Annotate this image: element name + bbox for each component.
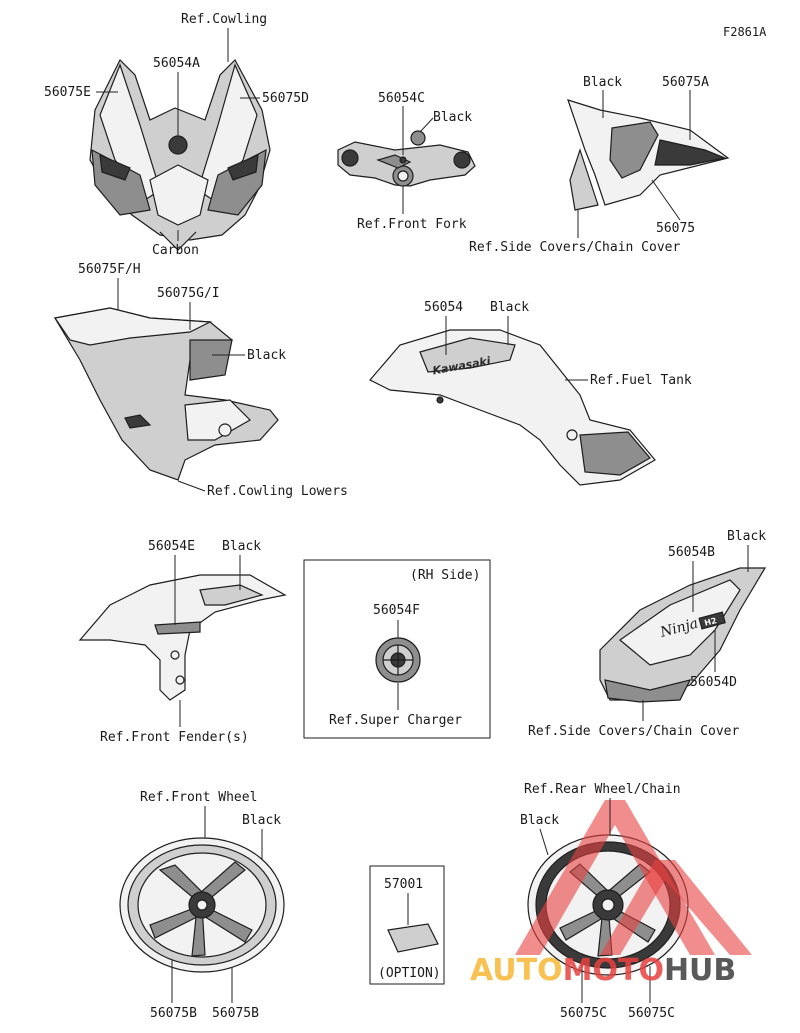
label-ref-rear-wheel: Ref.Rear Wheel/Chain	[524, 782, 681, 797]
label-56054: 56054	[424, 300, 463, 315]
label-56075GI: 56075G/I	[157, 286, 220, 301]
watermark-auto: AUTO	[470, 953, 563, 988]
label-black-side: Black	[727, 529, 766, 544]
label-ref-cowling: Ref.Cowling	[181, 12, 267, 27]
label-black-fender: Black	[222, 539, 261, 554]
tail-cowl	[567, 99, 730, 211]
label-black-rwheel: Black	[520, 813, 559, 828]
touch-up-paint-card	[387, 923, 439, 953]
label-ref-fuel-tank: Ref.Fuel Tank	[590, 373, 692, 388]
option-inset-box	[369, 865, 445, 985]
label-ref-side-covers-top: Ref.Side Covers/Chain Cover	[469, 240, 680, 255]
front-wheel	[119, 837, 285, 973]
autohub-watermark-logo	[515, 800, 752, 955]
label-56075A: 56075A	[662, 75, 709, 90]
label-57001: 57001	[384, 877, 423, 892]
label-56054E: 56054E	[148, 539, 195, 554]
label-rh-side: (RH Side)	[410, 568, 480, 583]
label-black-lower: Black	[247, 348, 286, 363]
label-56054B: 56054B	[668, 545, 715, 560]
h2-decal-text: H2	[703, 616, 717, 628]
river-mark-emblem	[168, 135, 188, 155]
watermark-hub: HUB	[664, 953, 736, 988]
upper-cowling	[89, 58, 271, 251]
label-56075D: 56075D	[262, 91, 309, 106]
super-charger-cover	[375, 637, 421, 683]
label-black-fwheel: Black	[242, 813, 281, 828]
figure-code: F2861A	[723, 25, 767, 39]
side-fairing	[53, 307, 279, 481]
label-ref-front-wheel: Ref.Front Wheel	[140, 790, 257, 805]
label-56054F: 56054F	[373, 603, 420, 618]
front-fender	[78, 574, 287, 701]
watermark-wordmark: AUTOMOTOHUB	[470, 953, 736, 988]
label-56075B-right: 56075B	[212, 1006, 259, 1021]
rh-side-inset-box	[303, 559, 491, 739]
label-ref-super-charger: Ref.Super Charger	[329, 713, 462, 728]
label-black-fork: Black	[433, 110, 472, 125]
label-56054D: 56054D	[690, 675, 737, 690]
label-56054A: 56054A	[153, 56, 200, 71]
label-ref-front-fork: Ref.Front Fork	[357, 217, 467, 232]
watermark-moto: MOTO	[563, 953, 664, 988]
label-ref-front-fender: Ref.Front Fender(s)	[100, 730, 249, 745]
label-black-tank: Black	[490, 300, 529, 315]
label-carbon: Carbon	[152, 243, 199, 258]
label-option: (OPTION)	[378, 966, 441, 981]
label-56075E: 56075E	[44, 85, 91, 100]
steering-stem-head	[337, 130, 476, 187]
label-56054C: 56054C	[378, 91, 425, 106]
fuel-tank: Kawasaki	[369, 329, 656, 486]
label-56075C-right: 56075C	[628, 1006, 675, 1021]
label-ref-side-covers-mid: Ref.Side Covers/Chain Cover	[528, 724, 739, 739]
label-56075: 56075	[656, 221, 695, 236]
label-ref-cowling-lowers: Ref.Cowling Lowers	[207, 484, 348, 499]
label-56075C-left: 56075C	[560, 1006, 607, 1021]
label-56075B-left: 56075B	[150, 1006, 197, 1021]
label-black-tail: Black	[583, 75, 622, 90]
label-56075FH: 56075F/H	[78, 262, 141, 277]
side-cover: Ninja H2	[599, 567, 767, 703]
